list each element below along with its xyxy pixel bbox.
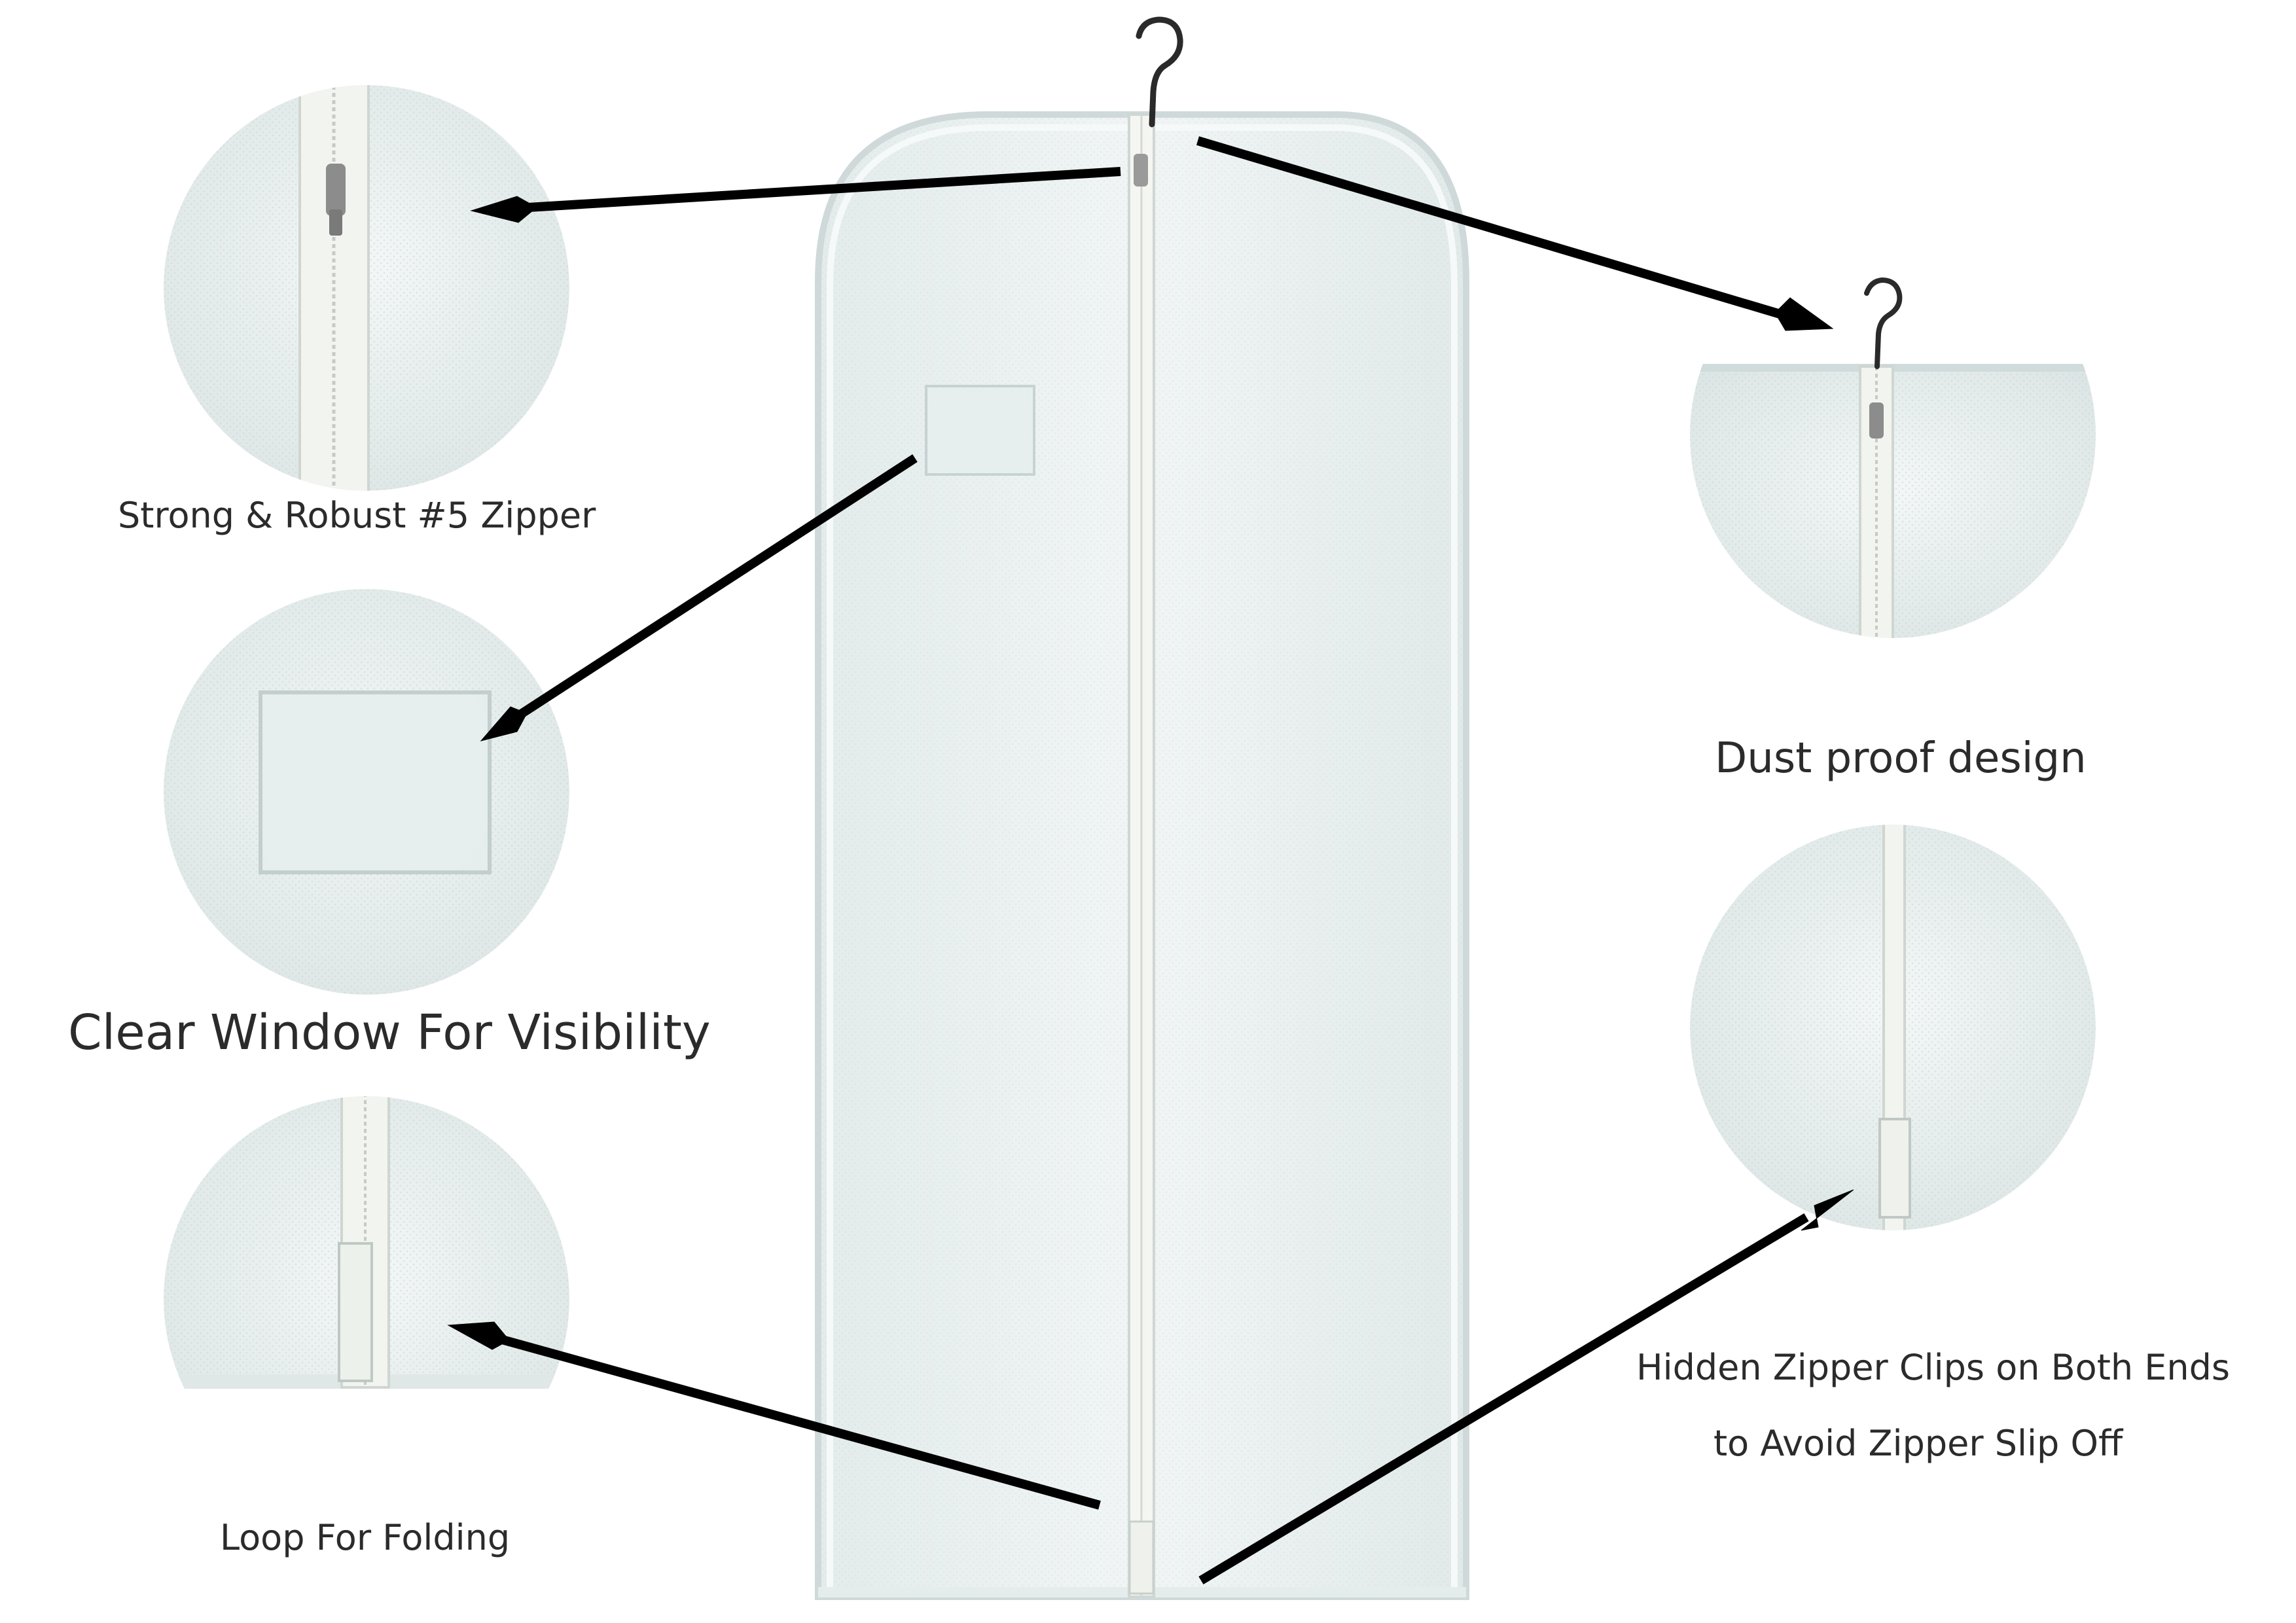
arrow-loop [496, 1334, 1101, 1510]
arrow-zipper [516, 167, 1121, 213]
clear-window [259, 690, 492, 874]
zipper-pull-icon [326, 164, 346, 216]
bottom-zipper-clip [1128, 1520, 1155, 1595]
callout-loop-circle [164, 1096, 569, 1502]
garment-bag [815, 16, 1469, 1600]
hanger-icon [1864, 277, 1903, 369]
label-zipper: Strong & Robust #5 Zipper [118, 495, 596, 536]
label-hidden-clips-line1: Hidden Zipper Clips on Both Ends [1636, 1347, 2231, 1388]
hanger-icon [1136, 16, 1183, 128]
clear-window [925, 385, 1035, 476]
zipper-pull-icon [1134, 154, 1148, 187]
arrow-window [514, 454, 918, 721]
zipper-pull-icon [1869, 402, 1884, 438]
arrow-dust [1196, 136, 1782, 319]
arrow-hidden-clips [1198, 1213, 1809, 1585]
callout-window-circle [164, 589, 569, 995]
label-dust-proof: Dust proof design [1715, 734, 2087, 783]
callout-zipper-circle [164, 85, 569, 491]
arrows [447, 136, 1854, 1585]
callout-hidden-clips-circle [1690, 825, 2096, 1230]
folding-loop [338, 1242, 373, 1382]
callout-dust-circle [1690, 232, 2096, 638]
label-loop: Loop For Folding [220, 1517, 511, 1558]
label-window: Clear Window For Visibility [68, 1005, 711, 1061]
main-zipper [1128, 113, 1155, 1598]
label-hidden-clips-line2: to Avoid Zipper Slip Off [1713, 1423, 2123, 1464]
hidden-zipper-clip [1878, 1118, 1911, 1219]
